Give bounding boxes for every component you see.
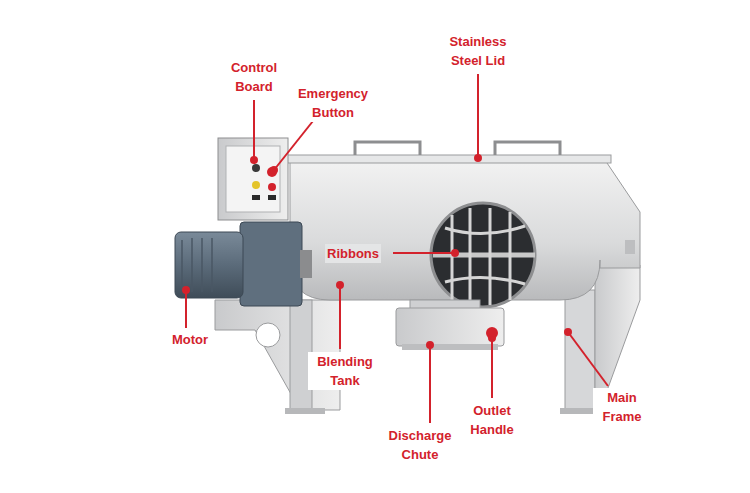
part-label: Ribbons bbox=[325, 244, 381, 263]
part-label: Emergency Button bbox=[286, 84, 380, 122]
part-label: Outlet Handle bbox=[458, 401, 527, 439]
part-label: Main Frame bbox=[593, 388, 652, 426]
part-label: Discharge Chute bbox=[376, 426, 465, 464]
part-label: Stainless Steel Lid bbox=[436, 32, 520, 70]
part-label: Control Board bbox=[217, 58, 291, 96]
part-label: Blending Tank bbox=[308, 352, 382, 390]
leader-lines bbox=[183, 74, 608, 423]
part-label: Motor bbox=[170, 330, 210, 349]
